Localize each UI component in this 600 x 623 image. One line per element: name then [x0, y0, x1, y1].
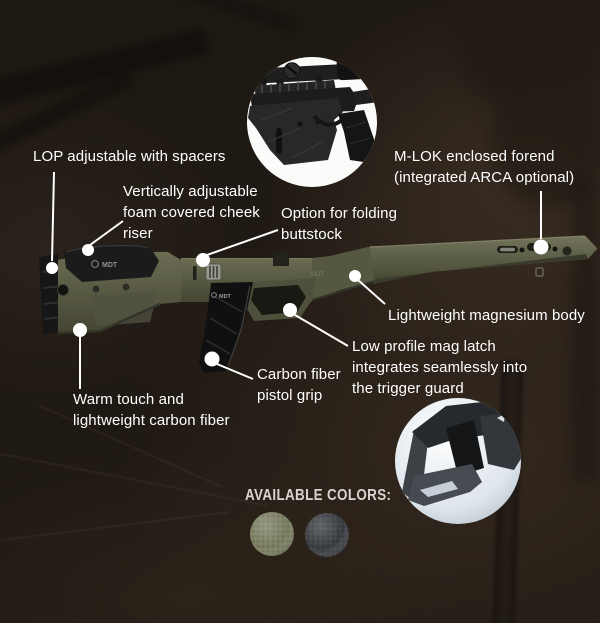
guard-center-band	[446, 420, 484, 476]
magwell	[312, 246, 380, 300]
callout-text-line: riser	[123, 225, 153, 242]
callout-text-line: foam covered cheek	[123, 204, 260, 221]
callout-dot-grip	[204, 351, 220, 367]
color-swatches	[250, 512, 349, 557]
forend-hole	[519, 247, 525, 253]
swatch-shading	[305, 513, 349, 557]
forend-hole	[552, 246, 558, 252]
callout-cheek-riser: Vertically adjustable foam covered cheek…	[123, 181, 260, 244]
buttstock-silhouette	[248, 98, 343, 165]
forend-tip-edge	[584, 235, 598, 250]
carbon-hatch	[261, 107, 323, 159]
trigger-guard-inset	[395, 398, 521, 524]
magwell-shadow	[311, 279, 379, 301]
callout-line-lop	[51, 171, 55, 262]
callout-line-maglatch	[294, 314, 349, 347]
forend-highlight	[369, 235, 586, 248]
callout-text-line: Warm touch and	[73, 391, 184, 408]
stock-panel	[90, 291, 158, 326]
callout-lop: LOP adjustable with spacers	[33, 146, 226, 167]
swatch-shading	[250, 512, 294, 556]
callout-text-line: pistol grip	[257, 387, 323, 404]
callout-text-line: Low profile mag latch	[352, 338, 496, 355]
mdt-logo-text: MDT	[311, 272, 324, 278]
mlok-insert	[500, 247, 515, 252]
callout-text-line: Option for folding	[281, 205, 398, 222]
callout-text-line: buttstock	[281, 226, 342, 243]
grip-hatch	[349, 137, 371, 145]
buttpad	[39, 254, 62, 335]
trigger-guard-opening	[251, 285, 306, 315]
folding-slot	[193, 266, 197, 280]
grip-carbon-hatch	[205, 295, 243, 355]
callout-text-line: Carbon fiber	[257, 366, 341, 383]
grip-highlight	[227, 285, 251, 367]
callout-text-line: Lightweight magnesium body	[388, 307, 585, 324]
callout-dots	[46, 239, 549, 367]
available-colors-label: AVAILABLE COLORS:	[245, 487, 392, 504]
rifle-scope-inset	[247, 57, 377, 187]
scope-objective-icon	[336, 57, 365, 81]
bolt-notch	[273, 252, 289, 266]
stock-bolt	[57, 284, 69, 296]
callout-line-magnesium	[357, 279, 386, 305]
callout-text-line: Vertically adjustable	[123, 183, 258, 200]
callout-text-line: the trigger guard	[352, 380, 464, 397]
mdt-logo-icon	[91, 260, 99, 268]
callout-line-grip	[216, 363, 254, 380]
callout-line-cheek	[89, 220, 124, 246]
callout-mag-latch: Low profile mag latch integrates seamles…	[352, 336, 527, 399]
callout-magnesium-body: Lightweight magnesium body	[388, 305, 585, 326]
guard-loop-hole	[420, 481, 458, 497]
mdt-badge-icon	[535, 267, 544, 277]
stock-shadow-edge	[57, 302, 161, 335]
barricade-stop-hole	[562, 246, 572, 256]
callout-text-line: M-LOK enclosed forend	[394, 148, 555, 165]
callout-dot-carbon	[73, 323, 87, 337]
callout-pistol-grip: Carbon fiber pistol grip	[257, 364, 341, 406]
callout-line-folding	[206, 229, 279, 256]
cheek-highlight	[65, 244, 149, 253]
chassis-art: MDT MDT	[39, 235, 598, 373]
mdt-logo-text: MDT	[219, 294, 232, 300]
callout-dot-magnesium	[349, 270, 361, 282]
callout-dot-mlok	[533, 239, 549, 255]
forend-underside	[374, 254, 588, 284]
callout-text-line: lightweight carbon fiber	[73, 412, 230, 429]
grip-hatch	[345, 121, 367, 129]
callout-text-line: integrates seamlessly into	[352, 359, 528, 376]
callout-dot-lop	[46, 262, 58, 274]
grip-silhouette	[338, 110, 377, 163]
scope-eyepiece-icon	[251, 69, 267, 87]
callout-text-line: (integrated ARCA optional)	[394, 169, 575, 186]
mdt-logo-text: MDT	[102, 262, 118, 269]
turret-slot	[285, 65, 298, 76]
button-ridges	[209, 266, 218, 278]
stock-bolt	[92, 285, 100, 293]
callout-dot-maglatch	[283, 303, 297, 317]
callout-carbon-fiber: Warm touch and lightweight carbon fiber	[73, 389, 230, 431]
stock-bolt	[297, 121, 303, 127]
forend-stub	[352, 87, 377, 105]
callout-mlok-forend: M-LOK enclosed forend (integrated ARCA o…	[394, 146, 574, 188]
callout-folding-buttstock: Option for folding buttstock	[281, 203, 397, 245]
mdt-logo-icon	[211, 292, 217, 298]
stock-slot	[276, 128, 282, 154]
callout-dot-folding	[196, 253, 210, 267]
callout-dot-cheek	[82, 244, 94, 256]
callout-lines	[51, 171, 542, 389]
stock-bolt	[122, 283, 130, 291]
callout-text-line: LOP adjustable with spacers	[33, 148, 226, 165]
